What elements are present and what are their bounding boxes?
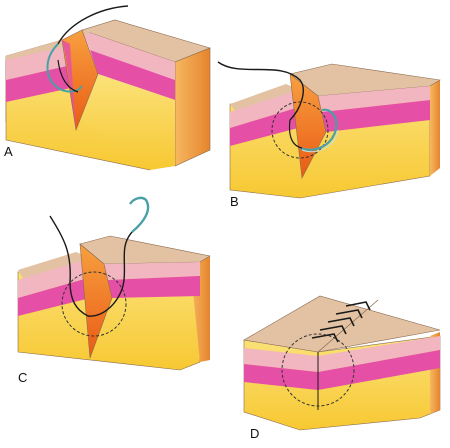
panel-c-suture-thread-right (87, 231, 133, 317)
panel-d: D (243, 295, 441, 441)
panel-b-dashed-circle (271, 101, 329, 159)
panel-d-knot-2 (335, 309, 363, 319)
panel-b-label: B (230, 194, 239, 209)
panel-c-dashed-circle (61, 271, 127, 337)
panel-b-needle (299, 108, 338, 151)
panel-c-suture-thread-left (49, 215, 89, 317)
panel-b-needle-highlight (301, 129, 339, 153)
panel-a-suture-thread (57, 5, 129, 45)
panel-b-suture-path (288, 119, 303, 149)
panel-d-dashed-circle (281, 333, 355, 407)
panel-c-needle (129, 196, 150, 233)
panel-a-suture-path (57, 59, 79, 93)
panel-a: A (4, 5, 211, 171)
panel-d-label: D (250, 426, 259, 441)
panel-c-label: C (18, 370, 27, 385)
panel-d-knot-3 (327, 317, 355, 327)
panel-d-closed-incision-top (317, 299, 379, 353)
panel-b-suture-thread (217, 61, 304, 121)
panel-d-suture-knots (311, 301, 371, 343)
panel-b: B (217, 61, 441, 209)
panel-d-knot-5 (311, 333, 339, 343)
panel-d-knot-4 (319, 325, 347, 335)
panel-d-tissue-block (243, 295, 441, 431)
panel-c-tissue-block (17, 235, 211, 371)
panel-a-needle (46, 43, 83, 93)
panel-a-tissue-block (5, 19, 211, 171)
panel-c: C (17, 196, 211, 385)
panel-d-knot-1 (345, 301, 371, 311)
panel-a-label: A (4, 144, 13, 159)
